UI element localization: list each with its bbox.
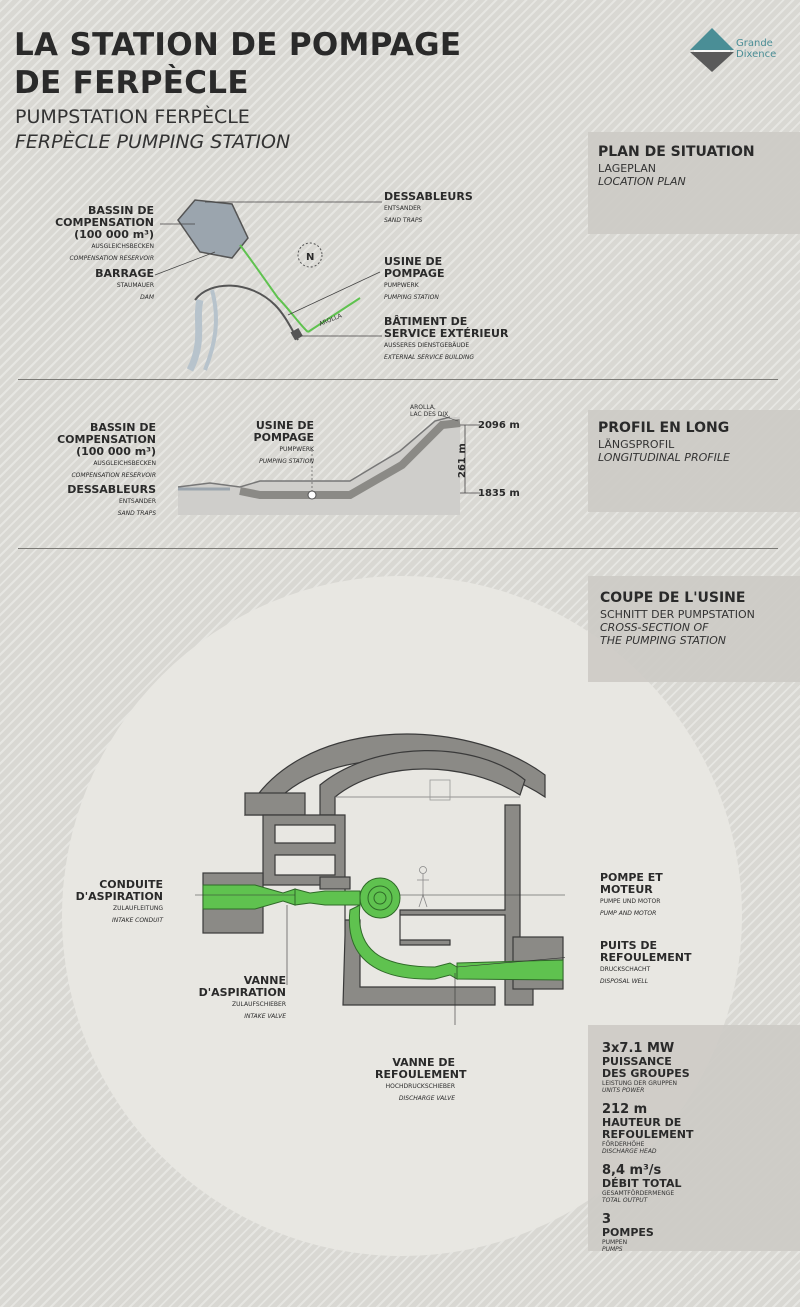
card-title: PROFIL EN LONG [598,420,730,436]
reservoir-shape [177,199,249,259]
location-plan-map: N AROLLA [154,199,382,372]
pump-motor-label: POMPE ET MOTEUR PUMPE UND MOTOR PUMP AND… [600,871,663,918]
page-title: LA STATION DE POMPAGE DE FERPÈCLE [14,26,461,102]
stat-head: 212 m HAUTEUR DE REFOULEMENT FÖRDERHÖHE … [602,1102,694,1155]
subtitle-en: FERPÈCLE PUMPING STATION [15,131,291,153]
intake-valve-label: VANNE D'ASPIRATION ZULAUFSCHIEBER INTAKE… [198,974,286,1021]
stat-pumps: 3 POMPES PUMPEN PUMPS [602,1212,654,1253]
cross-section-card: COUPE DE L'USINE SCHNITT DER PUMPSTATION… [588,576,800,682]
pf-pumping-station-label: USINE DE POMPAGE PUMPWERK PUMPING STATIO… [253,419,314,466]
title-line-2: DE FERPÈCLE [14,65,249,101]
card-title: PLAN DE SITUATION [598,144,755,160]
subtitle-de: PUMPSTATION FERPÈCLE [15,106,250,128]
pf-reservoir-label: BASSIN DE COMPENSATION (100 000 m³) AUSG… [57,421,156,480]
card-title: COUPE DE L'USINE [600,590,746,606]
lp-pumping-station-label: USINE DE POMPAGE PUMPWERK PUMPING STATIO… [384,255,445,302]
title-line-1: LA STATION DE POMPAGE [14,27,462,63]
profile-destination: AROLLA, LAC DES DIX [410,404,449,418]
lp-dam-label: BARRAGE STAUMAUER DAM [95,267,154,302]
road-label: AROLLA [318,312,344,328]
longitudinal-profile [177,414,480,515]
profile-card: PROFIL EN LONG LÄNGSPROFIL LONGITUDINAL … [588,410,800,512]
profile-top-altitude: 2096 m [478,420,520,431]
lp-sand-traps-label: DESSABLEURS ENTSANDER SAND TRAPS [384,190,473,225]
stat-flow: 8,4 m³/s DÉBIT TOTAL GESAMTFÖRDERMENGE T… [602,1163,682,1204]
pumping-station-section [195,733,565,1025]
disposal-well-label: PUITS DE REFOULEMENT DRUCKSCHACHT DISPOS… [600,939,692,986]
stat-power: 3x7.1 MW PUISSANCE DES GROUPES LEISTUNG … [602,1041,690,1094]
compass-n: N [306,252,314,263]
pf-sand-traps-label: DESSABLEURS ENTSANDER SAND TRAPS [67,483,156,518]
discharge-valve-label: VANNE DE REFOULEMENT HOCHDRUCKSCHIEBER D… [375,1056,467,1103]
profile-height: 261 m [457,443,468,478]
lp-service-building-label: BÂTIMENT DE SERVICE EXTÉRIEUR AUSSERES D… [384,315,509,362]
logo-text: Grande Dixence [736,38,777,60]
divider-1 [18,379,778,380]
intake-conduit-label: CONDUITE D'ASPIRATION ZULAUFLEITUNG INTA… [75,878,163,925]
location-plan-card: PLAN DE SITUATION LAGEPLAN LOCATION PLAN [588,132,800,234]
grande-dixence-logo-icon [690,28,734,72]
key-figures-panel: 3x7.1 MW PUISSANCE DES GROUPES LEISTUNG … [588,1025,800,1253]
divider-2 [18,548,778,549]
profile-bottom-altitude: 1835 m [478,488,520,499]
lp-reservoir-label: BASSIN DE COMPENSATION (100 000 m³) AUSG… [55,204,154,263]
